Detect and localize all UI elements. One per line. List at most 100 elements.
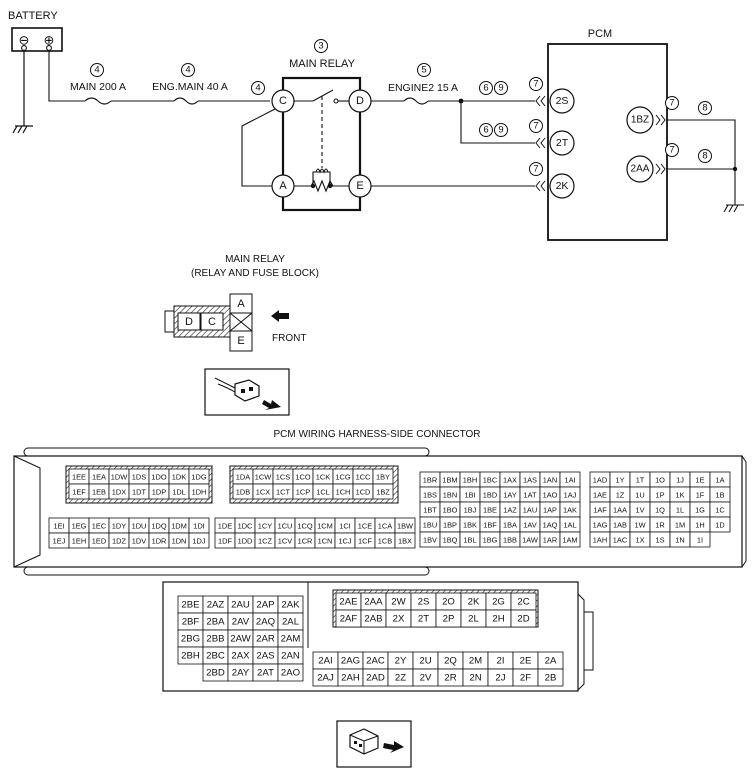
connector-pin-label: 1T xyxy=(636,476,645,485)
connector-pin-label: 2AW xyxy=(230,634,251,645)
connector-pin-label: 1H xyxy=(695,521,704,530)
connector-pin-label: 1V xyxy=(635,506,644,515)
connector-pin-label: 1AZ xyxy=(503,506,517,515)
connector-pin-label: 1AX xyxy=(503,476,517,485)
connector-pin-label: 1AP xyxy=(543,506,557,515)
connector-pin-label: 1DD xyxy=(238,537,253,546)
connector-pin-label: 1I xyxy=(697,536,703,545)
connector-pin-label: 1DT xyxy=(132,488,146,497)
pcm-connector-picture-icon xyxy=(336,720,412,768)
connector-pin-label: 2W xyxy=(391,597,406,608)
connector-pin-label: 1CH xyxy=(336,488,351,497)
ref-marker xyxy=(529,162,543,176)
connector-pin-label: 2AX xyxy=(231,651,250,662)
battery-minus-icon: ⊖ xyxy=(19,33,30,48)
connector-pin-label: 1BF xyxy=(483,521,497,530)
pcm-ground-wire xyxy=(666,119,744,213)
ref-marker xyxy=(665,96,679,110)
connector-pin-label: 1AK xyxy=(563,506,577,515)
connector-pin-label: 1DR xyxy=(152,537,167,546)
connector-pin-label: 1C xyxy=(715,506,725,515)
connector-pin-label: 2AC xyxy=(366,656,385,667)
connector-ref: 7 xyxy=(669,145,674,156)
connector-pin-label: 2AF xyxy=(340,614,358,625)
connector-pin-label: 1AB xyxy=(613,521,627,530)
connector-pin-label: 1DA xyxy=(236,473,250,482)
connector-pin-label: 1AL xyxy=(563,521,576,530)
connector-pin-label: 1U xyxy=(635,491,644,500)
connector-pin-label: 1DZ xyxy=(112,537,126,546)
connector-pin-label: 1BE xyxy=(483,506,497,515)
connector-chevron-icon xyxy=(535,95,546,192)
battery-ground-icon xyxy=(12,51,33,134)
wire-ref: 8 xyxy=(702,103,707,114)
connector-pin-label: 1BR xyxy=(423,476,437,485)
connector-pin-label: 1CY xyxy=(258,522,272,531)
connector-pin-label: 1W xyxy=(634,521,645,530)
relay-terminal-a: A xyxy=(271,174,295,198)
connector-pin-label: 2S xyxy=(418,597,430,608)
fuse-main-200a-icon xyxy=(84,97,112,105)
connector-pin-label: 2X xyxy=(393,614,405,625)
connector-pin-label: 1AJ xyxy=(564,491,577,500)
connector-pin-label: 1DH xyxy=(192,488,207,497)
connector-pin-label: 2AG xyxy=(341,656,360,667)
pcm-connector-housing xyxy=(13,447,747,576)
relay-connector-cell-c: C xyxy=(208,316,216,328)
connector-pin-label: 1AE xyxy=(593,491,607,500)
connector-pin-label: 2M xyxy=(469,656,482,667)
connector-pin-label: 1DY xyxy=(112,522,126,531)
connector-pin-label: 1CI xyxy=(339,522,351,531)
connector-pin-label: 1CP xyxy=(296,488,310,497)
main-relay-box xyxy=(281,76,362,212)
connector-pin-label: 1DL xyxy=(172,488,186,497)
connector-pin-cell xyxy=(559,531,581,548)
connector-pin-cell xyxy=(372,483,394,500)
connector-pin-label: 1CC xyxy=(356,473,371,482)
connector-pin-label: 2Y xyxy=(395,656,407,667)
connector-pin-label: 1DP xyxy=(152,488,166,497)
connector-pin-label: 1CK xyxy=(316,473,330,482)
pcm-pin-2aa: 2AA xyxy=(626,155,654,183)
connector-pin-label: 1BB xyxy=(503,536,517,545)
connector-pin-label: 1AO xyxy=(543,491,558,500)
connector-pin-cell xyxy=(709,516,731,533)
connector-pin-label: 1AM xyxy=(562,536,577,545)
connector-pin-label: 2BD xyxy=(206,668,225,679)
pcm-connector-title: PCM WIRING HARNESS-SIDE CONNECTOR xyxy=(273,429,480,440)
connector-pin-label: 2H xyxy=(492,614,504,625)
connector-pin-label: 1BU xyxy=(423,521,437,530)
pcm-pin-2k: 2K xyxy=(549,173,575,199)
connector-pin-label: 1EH xyxy=(72,537,86,546)
ref-marker xyxy=(494,81,508,95)
connector-pin-label: 1K xyxy=(675,491,684,500)
svg-text:2K: 2K xyxy=(556,180,569,192)
connector-pin-label: 2A xyxy=(545,656,557,667)
connector-pin-label: 1G xyxy=(695,506,705,515)
connector-pin-label: 1AS xyxy=(523,476,537,485)
svg-text:2AA: 2AA xyxy=(631,164,650,175)
fuse-ref: 4 xyxy=(94,65,99,76)
svg-text:D: D xyxy=(356,95,364,107)
connector-pin-label: 1CQ xyxy=(297,522,312,531)
connector-pin-label: 1CE xyxy=(358,522,372,531)
connector-pin-label: 2AU xyxy=(231,600,250,611)
connector-pin-label: 2N xyxy=(469,673,481,684)
connector-pin-label: 1AA xyxy=(613,506,627,515)
connector-pin-label: 1N xyxy=(675,536,684,545)
connector-pin-label: 2C xyxy=(517,597,529,608)
svg-text:2S: 2S xyxy=(556,95,569,107)
connector-ref: 7 xyxy=(533,164,538,175)
relay-connector-title: MAIN RELAY xyxy=(225,254,285,265)
battery-neg-terminal xyxy=(21,45,27,51)
connector-pin-label: 2AN xyxy=(281,651,300,662)
connector-pin-label: 1DE xyxy=(218,522,232,531)
wire-ref: 8 xyxy=(702,151,707,162)
connector-pin-label: 2BC xyxy=(206,651,225,662)
relay-connector-cell-d: D xyxy=(185,316,193,328)
ref-marker xyxy=(529,119,543,133)
connector-pin-label: 1M xyxy=(675,521,685,530)
connector-pin-cell xyxy=(689,531,711,548)
connector-pin-label: 1B xyxy=(715,491,724,500)
